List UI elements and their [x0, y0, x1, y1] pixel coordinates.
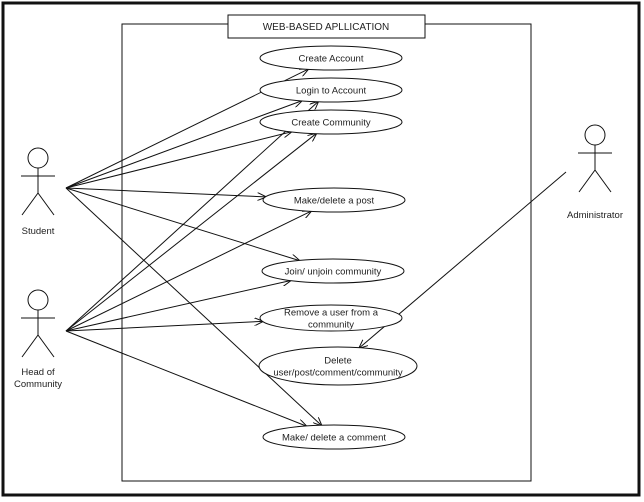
use-case-label: Remove a user from a [284, 308, 379, 319]
use-case-join: Join/ unjoin community [261, 258, 405, 284]
association-student-to-login [65, 101, 302, 189]
use-case-post: Make/delete a post [262, 187, 406, 213]
actor-left-leg [21, 334, 39, 358]
association-head-to-login [65, 102, 318, 332]
system-title-box [227, 14, 426, 39]
association-head-to-post [65, 211, 311, 332]
actor-admin: Administrator [567, 124, 623, 221]
actor-student: Student [21, 147, 55, 237]
use-case-ellipse [262, 187, 406, 213]
use-case-ellipse [259, 304, 403, 332]
use-case-create-account: Create Account [259, 45, 403, 71]
association-head-to-create-community [65, 134, 316, 332]
actor-left-leg [21, 192, 39, 216]
use-case-ellipse [259, 109, 403, 135]
system-title: WEB-BASED APLLICATION [263, 22, 390, 33]
use-case-login: Login to Account [259, 77, 403, 103]
actor-head [27, 147, 49, 169]
association-student-to-join [65, 187, 299, 261]
use-case-label: user/post/comment/community [273, 368, 403, 379]
association-head-to-remove-user [65, 321, 262, 332]
actor-label: Student [22, 226, 55, 237]
actor-label: Community [14, 379, 62, 390]
use-case-ellipse [259, 77, 403, 103]
association-head-to-join [65, 281, 290, 332]
use-case-ellipse [258, 346, 418, 386]
use-case-ellipse [261, 258, 405, 284]
use-case-label: Make/delete a post [294, 196, 375, 207]
association-student-to-post [65, 187, 265, 197]
actor-right-leg [37, 334, 55, 358]
use-case-label: Join/ unjoin community [285, 267, 382, 278]
use-case-label: Create Account [299, 54, 364, 65]
use-case-label: Create Community [291, 118, 370, 129]
actor-head [27, 289, 49, 311]
actor-head [584, 124, 606, 146]
use-case-label: community [308, 320, 354, 331]
actor-right-leg [37, 192, 55, 216]
association-head-to-comment [65, 330, 306, 426]
use-case-ellipse [262, 424, 406, 450]
use-case-label: Delete [324, 356, 351, 367]
use-case-create-community: Create Community [259, 109, 403, 135]
use-case-label: Make/ delete a comment [282, 433, 386, 444]
actor-label: Administrator [567, 210, 623, 221]
association-student-to-comment [65, 187, 321, 425]
actor-right-leg [594, 169, 612, 193]
use-case-label: Login to Account [296, 86, 367, 97]
use-case-ellipse [259, 45, 403, 71]
association-student-to-create-community [65, 132, 291, 189]
actor-label: Head of [21, 367, 55, 378]
actor-left-leg [578, 169, 596, 193]
use-case-comment: Make/ delete a comment [262, 424, 406, 450]
